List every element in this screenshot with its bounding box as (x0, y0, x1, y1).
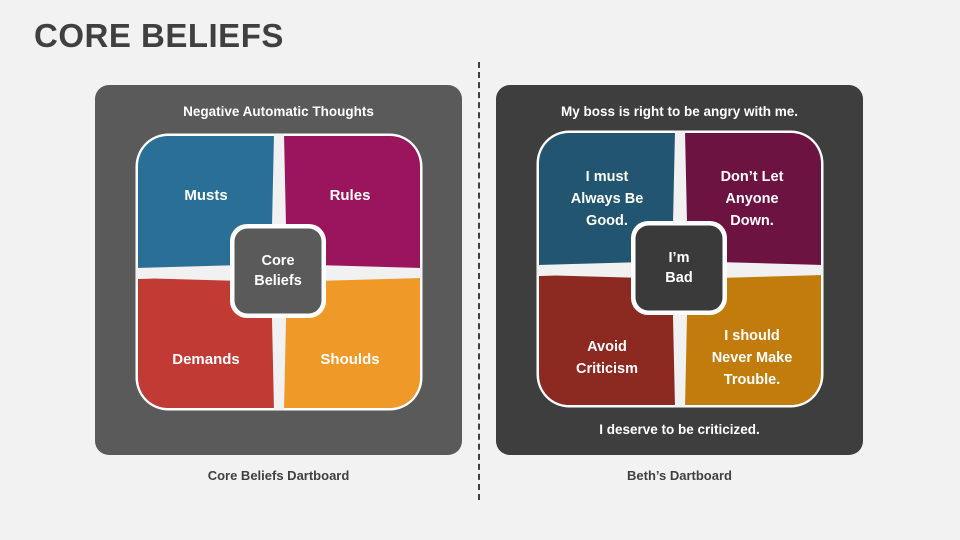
dartboard-right-svg: I must Always Be Good. Don’t Let Anyone … (536, 130, 823, 408)
panel-divider (478, 62, 480, 500)
slice-label-top-right: Rules (329, 187, 370, 204)
slice-label-bottom-left-line1: Avoid (587, 339, 627, 355)
hub-label-line2: Bad (665, 270, 692, 286)
slice-label-top-left: Musts (184, 187, 227, 204)
slice-label-top-left-line2: Always Be (570, 191, 643, 207)
panel-heading-top-left: Negative Automatic Thoughts (183, 104, 374, 119)
slice-label-bottom-right-line2: Never Make (711, 350, 792, 366)
caption-core-beliefs-dartboard: Core Beliefs Dartboard (207, 468, 350, 483)
slice-label-top-right-line1: Don’t Let (720, 169, 783, 185)
caption-beths-dartboard: Beth’s Dartboard (627, 468, 732, 483)
panel-core-beliefs-dartboard: Negative Automatic Thoughts (95, 85, 462, 455)
slice-label-top-left-line1: I must (585, 169, 628, 185)
hub-right[interactable] (635, 225, 722, 311)
slice-label-bottom-left: Demands (172, 351, 240, 368)
slice-label-bottom-right-line1: I should (724, 328, 780, 344)
dartboard-left: Musts Rules Demands Shoulds Core Beliefs (134, 132, 424, 412)
panel-beths-dartboard: My boss is right to be angry with me. (496, 85, 863, 455)
hub-label-line1: I’m (668, 250, 689, 266)
dartboard-left-svg: Musts Rules Demands Shoulds Core Beliefs (135, 133, 422, 411)
slice-label-top-right-line2: Anyone (725, 191, 778, 207)
panel-heading-bottom-right: I deserve to be criticized. (599, 422, 760, 437)
slice-label-bottom-right-line3: Trouble. (723, 372, 779, 388)
dartboard-right: I must Always Be Good. Don’t Let Anyone … (535, 129, 825, 409)
slice-label-bottom-left-line2: Criticism (575, 361, 637, 377)
page-title: CORE BELIEFS (34, 17, 284, 54)
slice-label-bottom-right: Shoulds (320, 351, 379, 368)
hub-left[interactable] (234, 228, 321, 314)
hub-label-line2: Beliefs (254, 273, 302, 289)
slice-label-top-left-line3: Good. (586, 213, 628, 229)
panel-heading-top-right: My boss is right to be angry with me. (560, 104, 799, 119)
hub-label-line1: Core (261, 253, 294, 269)
slice-label-top-right-line3: Down. (730, 213, 774, 229)
